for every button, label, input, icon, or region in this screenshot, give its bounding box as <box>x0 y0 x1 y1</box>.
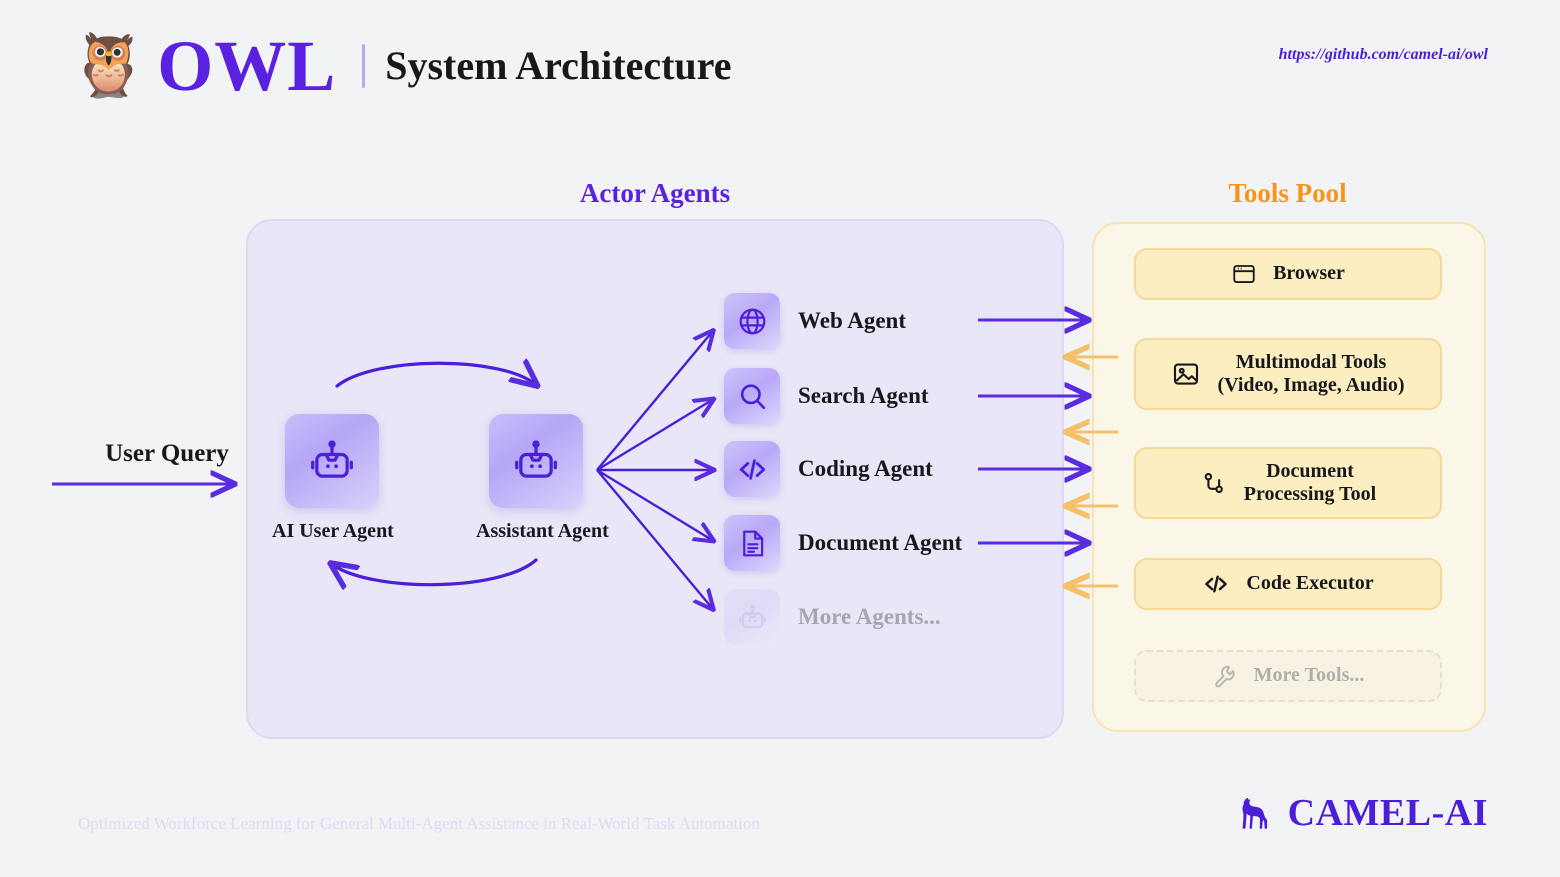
actor-agent-label: Web Agent <box>798 308 906 333</box>
globe-icon <box>724 293 780 349</box>
git-branch-icon <box>1200 469 1228 497</box>
owl-icon: 🦉 <box>70 32 148 100</box>
header-divider <box>362 44 366 88</box>
user-query-label: User Query <box>105 440 229 467</box>
assistant-agent-label: Assistant Agent <box>476 520 609 542</box>
assistant-agent-node[interactable]: Assistant Agent <box>476 414 609 543</box>
brand-title: OWL <box>157 26 337 106</box>
ai-user-agent-node[interactable]: AI User Agent <box>272 414 394 543</box>
code-icon <box>724 441 780 497</box>
tool-label: Multimodal Tools (Video, Image, Audio) <box>1217 351 1404 397</box>
tool-label-line1: Document <box>1266 459 1354 482</box>
browser-window-icon <box>1231 261 1257 287</box>
actor-agent-more[interactable]: More Agents... <box>724 589 941 645</box>
actor-agent-web[interactable]: Web Agent <box>724 293 906 349</box>
tool-label: Code Executor <box>1246 572 1374 595</box>
wrench-icon <box>1212 663 1238 689</box>
robot-icon <box>724 589 780 645</box>
tool-card-multimodal[interactable]: Multimodal Tools (Video, Image, Audio) <box>1134 338 1442 410</box>
actor-agent-coding[interactable]: Coding Agent <box>724 441 933 497</box>
robot-icon <box>489 414 583 508</box>
page-title: System Architecture <box>385 43 732 88</box>
camel-ai-logo: CAMEL-AI <box>1234 793 1488 833</box>
tagline: Optimized Workforce Learning for General… <box>78 814 760 833</box>
tool-card-document-processing[interactable]: Document Processing Tool <box>1134 447 1442 519</box>
tool-card-more-tools[interactable]: More Tools... <box>1134 650 1442 702</box>
tool-label: More Tools... <box>1253 664 1365 687</box>
robot-icon <box>285 414 379 508</box>
actor-agent-label: More Agents... <box>798 604 941 629</box>
image-icon <box>1171 359 1201 389</box>
code-icon <box>1202 570 1230 598</box>
actor-agent-label: Search Agent <box>798 383 929 408</box>
camel-ai-wordmark: CAMEL-AI <box>1287 792 1488 834</box>
camel-icon <box>1234 793 1278 833</box>
actor-agent-label: Coding Agent <box>798 456 933 481</box>
tool-label: Document Processing Tool <box>1244 460 1376 506</box>
github-url-link[interactable]: https://github.com/camel-ai/owl <box>1278 46 1488 63</box>
search-icon <box>724 368 780 424</box>
header: 🦉 OWL System Architecture <box>70 30 731 102</box>
actor-agents-title: Actor Agents <box>579 178 731 208</box>
tool-card-code-executor[interactable]: Code Executor <box>1134 558 1442 610</box>
tool-card-browser[interactable]: Browser <box>1134 248 1442 300</box>
actor-agent-document[interactable]: Document Agent <box>724 515 962 571</box>
document-icon <box>724 515 780 571</box>
actor-agent-search[interactable]: Search Agent <box>724 368 929 424</box>
ai-user-agent-label: AI User Agent <box>272 520 394 542</box>
tool-label-line2: (Video, Image, Audio) <box>1217 374 1405 396</box>
tool-label-line2: Processing Tool <box>1243 483 1377 505</box>
tool-label-line1: Multimodal Tools <box>1235 350 1387 373</box>
actor-agent-label: Document Agent <box>798 530 963 555</box>
tools-pool-title: Tools Pool <box>1228 178 1347 208</box>
tool-label: Browser <box>1273 262 1345 285</box>
